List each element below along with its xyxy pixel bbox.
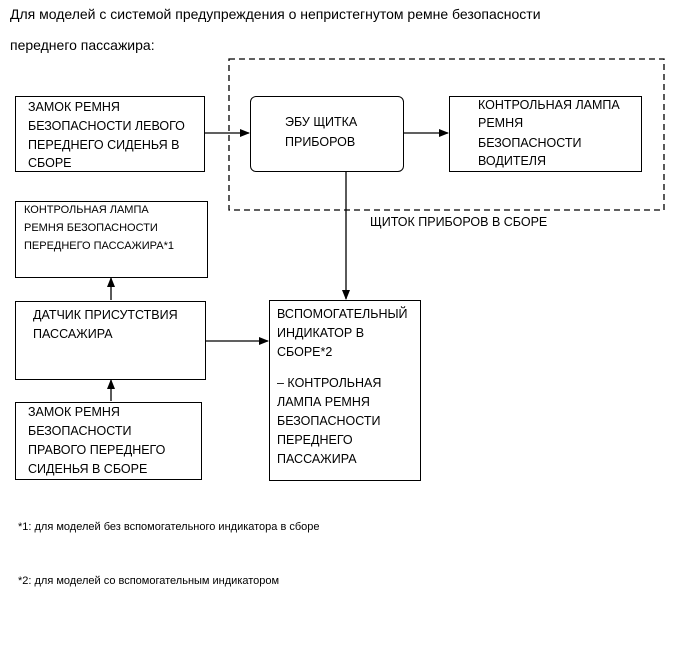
sub-indicator-line-8: ПЕРЕДНЕГО (277, 433, 353, 447)
passenger-lamp-line-2: РЕМНЯ БЕЗОПАСНОСТИ (24, 222, 158, 234)
driver-lamp-line-3: БЕЗОПАСНОСТИ (478, 136, 582, 150)
right-buckle-line-4: СИДЕНЬЯ В СБОРЕ (28, 462, 148, 476)
footnote-2: *2: для моделей со вспомогательным индик… (18, 575, 280, 587)
driver-lamp-line-1: КОНТРОЛЬНАЯ ЛАМПА (478, 98, 620, 112)
left-seat-buckle-box: ЗАМОК РЕМНЯ БЕЗОПАСНОСТИ ЛЕВОГО ПЕРЕДНЕГ… (15, 96, 205, 172)
meter-ecu-box: ЭБУ ЩИТКА ПРИБОРОВ (250, 96, 404, 172)
occupant-sensor-box: ДАТЧИК ПРИСУТСТВИЯ ПАССАЖИРА (15, 301, 206, 380)
sub-indicator-line-6: ЛАМПА РЕМНЯ (277, 395, 370, 409)
instrument-cluster-frame (228, 58, 665, 211)
sub-indicator-line-5: – КОНТРОЛЬНАЯ (277, 376, 382, 390)
sub-indicator-line-9: ПАССАЖИРА (277, 452, 357, 466)
occupant-sensor-line-1: ДАТЧИК ПРИСУТСТВИЯ (33, 308, 178, 322)
header-line-1: Для моделей с системой предупреждения о … (10, 6, 541, 22)
header-line-2: переднего пассажира: (10, 37, 155, 53)
left-buckle-line-2: БЕЗОПАСНОСТИ ЛЕВОГО (28, 119, 185, 133)
passenger-belt-lamp-box: КОНТРОЛЬНАЯ ЛАМПА РЕМНЯ БЕЗОПАСНОСТИ ПЕР… (15, 201, 208, 278)
right-seat-buckle-box: ЗАМОК РЕМНЯ БЕЗОПАСНОСТИ ПРАВОГО ПЕРЕДНЕ… (15, 402, 202, 480)
right-buckle-line-1: ЗАМОК РЕМНЯ (28, 405, 120, 419)
sub-indicator-box: ВСПОМОГАТЕЛЬНЫЙ ИНДИКАТОР В СБОРЕ*2 – КО… (269, 300, 421, 481)
instrument-cluster-label: ЩИТОК ПРИБОРОВ В СБОРЕ (370, 215, 548, 229)
left-buckle-line-3: ПЕРЕДНЕГО СИДЕНЬЯ В (28, 138, 180, 152)
passenger-lamp-line-3: ПЕРЕДНЕГО ПАССАЖИРА*1 (24, 240, 174, 252)
occupant-sensor-line-2: ПАССАЖИРА (33, 327, 113, 341)
driver-lamp-line-2: РЕМНЯ (478, 116, 524, 130)
footnote-1: *1: для моделей без вспомогательного инд… (18, 521, 320, 533)
right-buckle-line-2: БЕЗОПАСНОСТИ (28, 424, 132, 438)
sub-indicator-line-7: БЕЗОПАСНОСТИ (277, 414, 381, 428)
driver-lamp-line-4: ВОДИТЕЛЯ (478, 154, 547, 168)
right-buckle-line-3: ПРАВОГО ПЕРЕДНЕГО (28, 443, 166, 457)
ecu-line-1: ЭБУ ЩИТКА (285, 115, 358, 129)
left-buckle-line-4: СБОРЕ (28, 156, 72, 170)
driver-belt-lamp-box: КОНТРОЛЬНАЯ ЛАМПА РЕМНЯ БЕЗОПАСНОСТИ ВОД… (449, 96, 642, 172)
sub-indicator-line-3: СБОРЕ*2 (277, 345, 333, 359)
sub-indicator-line-2: ИНДИКАТОР В (277, 326, 365, 340)
ecu-line-2: ПРИБОРОВ (285, 135, 356, 149)
left-buckle-line-1: ЗАМОК РЕМНЯ (28, 100, 120, 114)
sub-indicator-line-1: ВСПОМОГАТЕЛЬНЫЙ (277, 307, 408, 321)
passenger-lamp-line-1: КОНТРОЛЬНАЯ ЛАМПА (24, 204, 149, 216)
